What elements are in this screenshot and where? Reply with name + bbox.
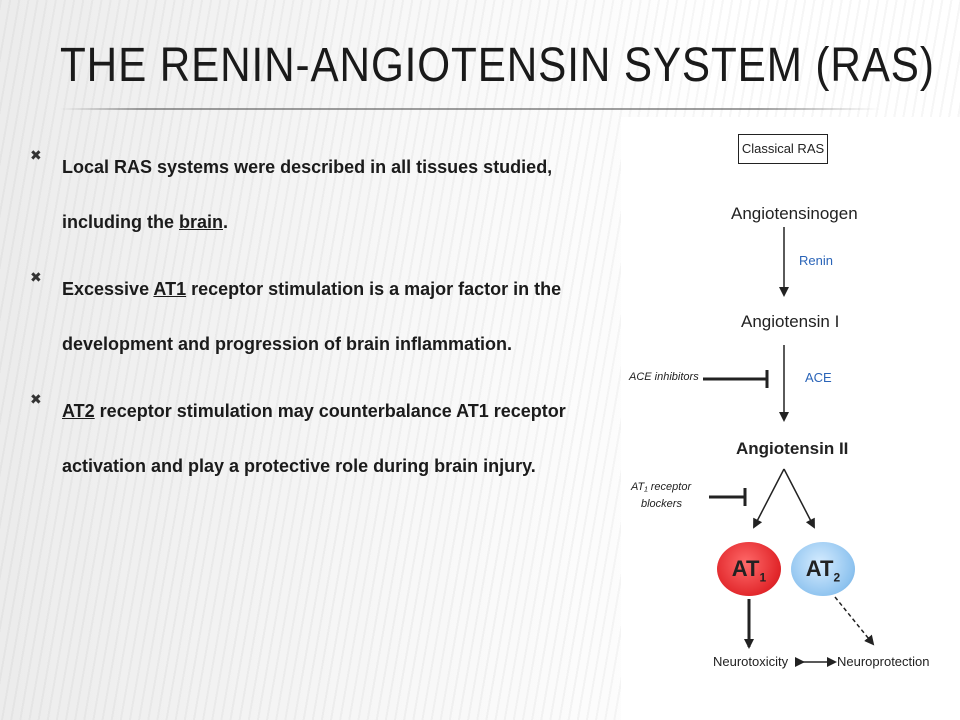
bullet-segment: Local RAS systems were described in all …: [62, 157, 553, 232]
arrow-at2-to-neuroprotection: [834, 596, 875, 646]
bullet-text: Local RAS systems were described in all …: [62, 140, 620, 250]
bullet-list: ✖ Local RAS systems were described in al…: [30, 140, 620, 506]
at1-blockers-label-line2: blockers: [641, 498, 682, 510]
angiotensinogen-label: Angiotensinogen: [731, 204, 858, 223]
bullet-segment: Excessive: [62, 279, 154, 299]
slide-title: The Renin-Angiotensin System (RAS): [60, 39, 935, 92]
underlined-term: AT1: [153, 279, 187, 299]
bullet-segment: .: [223, 212, 229, 232]
classical-ras-label: Classical RAS: [738, 134, 828, 164]
neuroprotection-label: Neuroprotection: [837, 654, 930, 669]
at2-receptor-node: AT2: [791, 542, 855, 596]
at1-subscript: 1: [759, 570, 767, 585]
bullet-text: Excessive AT1 receptor stimulation is a …: [62, 262, 620, 372]
neurotoxicity-label: Neurotoxicity: [713, 654, 789, 669]
bullet-segment: receptor stimulation is a major factor i…: [62, 279, 562, 354]
diagram-arrows: [703, 227, 875, 667]
bullet-segment: receptor stimulation may counterbalance …: [62, 401, 566, 476]
bullet-item: ✖ Excessive AT1 receptor stimulation is …: [30, 262, 620, 372]
ace-inhibitors-label: ACE inhibitors: [629, 371, 699, 383]
bullet-text: AT2 receptor stimulation may counterbala…: [62, 384, 620, 494]
underlined-term: brain: [179, 212, 224, 232]
bullet-x-icon: ✖: [30, 270, 42, 286]
at1-blockers-label-line1: AT₁ receptor: [631, 481, 692, 493]
bullet-item: ✖ AT2 receptor stimulation may counterba…: [30, 384, 620, 494]
ras-diagram: Classical RAS Angiotensinogen Renin Angi…: [621, 117, 960, 720]
bullet-x-icon: ✖: [30, 392, 42, 408]
arrow-angiotensin-ii-to-at2: [783, 468, 815, 529]
at2-subscript: 2: [833, 570, 841, 585]
title-divider: [60, 108, 880, 110]
angiotensin-ii-label: Angiotensin II: [736, 439, 849, 458]
underlined-term: AT2: [62, 401, 95, 421]
at2-label: AT: [805, 556, 834, 581]
bullet-x-icon: ✖: [30, 148, 42, 164]
arrow-angiotensin-ii-to-at1: [753, 468, 785, 529]
at1-label: AT: [731, 556, 760, 581]
bullet-item: ✖ Local RAS systems were described in al…: [30, 140, 620, 250]
ace-label: ACE: [805, 370, 832, 385]
angiotensin-i-label: Angiotensin I: [741, 312, 840, 331]
at1-receptor-node: AT1: [717, 542, 781, 596]
renin-label: Renin: [799, 253, 833, 268]
